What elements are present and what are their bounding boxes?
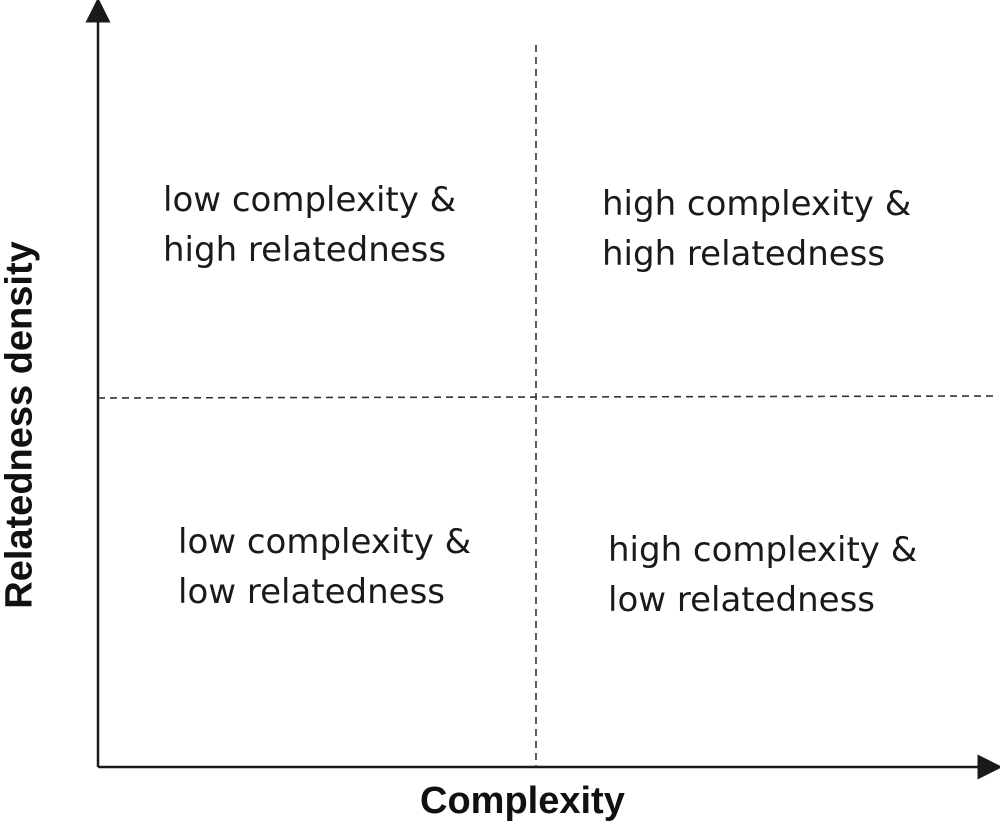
- quadrant-top-left-line1: low complexity &: [163, 180, 457, 220]
- quadrant-top-right-label: high complexity & high relatedness: [602, 179, 911, 279]
- horizontal-divider: [97, 395, 996, 399]
- quadrant-top-left-label: low complexity & high relatedness: [163, 175, 456, 275]
- quadrant-bottom-left-label: low complexity & low relatedness: [178, 517, 471, 617]
- y-axis-title: Relatedness density: [0, 241, 41, 609]
- quadrant-bottom-left-line1: low complexity &: [178, 522, 472, 562]
- quadrant-top-right-line1: high complexity &: [602, 184, 912, 224]
- quadrant-bottom-left-line2: low relatedness: [178, 572, 446, 612]
- quadrant-bottom-right-line2: low relatedness: [608, 580, 876, 620]
- quadrant-bottom-right-line1: high complexity &: [608, 530, 918, 570]
- x-axis-title: Complexity: [420, 780, 625, 822]
- quadrant-top-left-line2: high relatedness: [163, 230, 447, 270]
- quadrant-top-right-line2: high relatedness: [602, 234, 886, 274]
- quadrant-bottom-right-label: high complexity & low relatedness: [608, 525, 917, 625]
